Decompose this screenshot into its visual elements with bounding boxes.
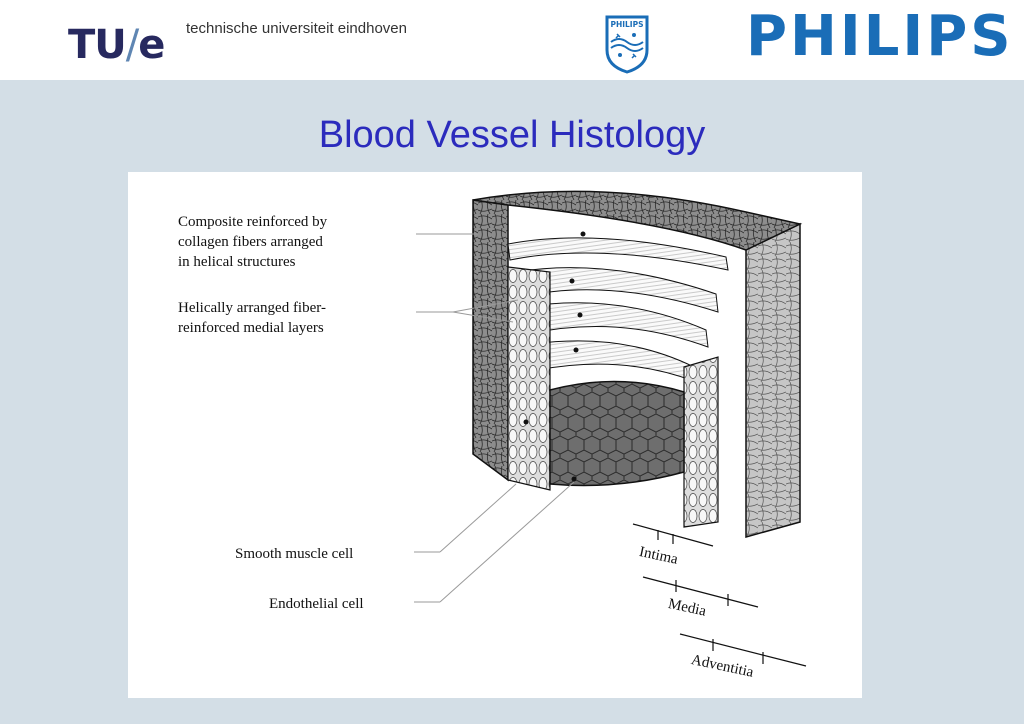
slide-title: Blood Vessel Histology [318, 114, 706, 156]
vessel-drawing [414, 190, 807, 667]
label-smooth-muscle-cell: Smooth muscle cell [235, 546, 354, 562]
philips-wordmark: PHILIPS [746, 4, 1014, 69]
philips-shield-icon: PHILIPS [605, 15, 649, 74]
tue-name: technische universiteit eindhoven [186, 20, 407, 37]
header-bar: TU/e technische universiteit eindhoven P… [0, 0, 1024, 80]
shield-text: PHILIPS [610, 20, 643, 29]
tue-logo: TU/e [68, 22, 165, 68]
label-endothelial-cell: Endothelial cell [269, 596, 364, 612]
label-helical: Helically arranged fiber- reinforced med… [178, 300, 326, 336]
label-composite: Composite reinforced by collagen fibers … [178, 214, 328, 270]
blood-vessel-figure: Composite reinforced by collagen fibers … [128, 172, 862, 698]
